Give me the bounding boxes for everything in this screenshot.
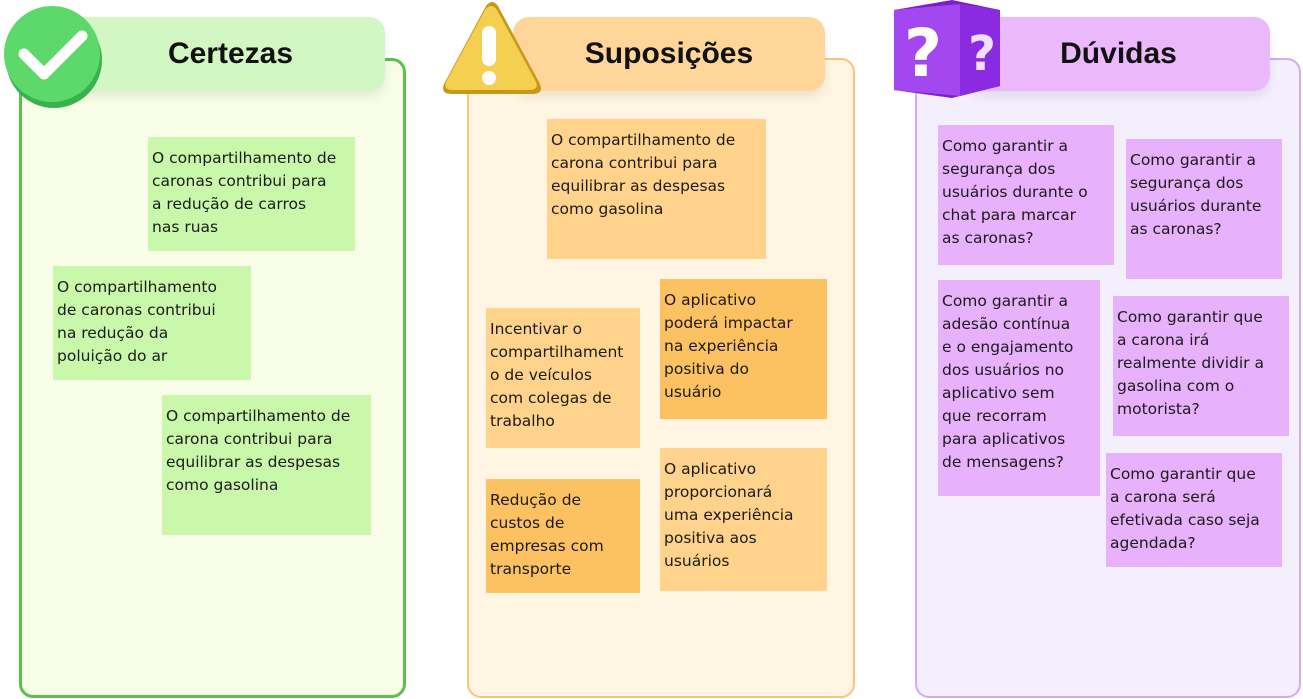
question-cube-icon: ? ? [894,0,1000,98]
certeza-note-3: O compartilhamento de carona contribui p… [162,395,371,535]
suposicao-note-2: Incentivar o compartilhament o de veícul… [486,308,640,448]
suposicoes-title: Suposições [584,37,754,70]
suposicao-note-1: O compartilhamento de carona contribui p… [547,119,766,259]
duvida-note-1: Como garantir a segurança dos usuários d… [938,125,1114,265]
suposicao-note-4: Redução de custos de empresas com transp… [486,479,640,593]
certeza-note-2: O compartilhamento de caronas contribui … [53,266,251,380]
green-checkmark-icon [4,6,102,108]
certezas-title: Certezas [167,37,294,70]
svg-text:?: ? [904,15,942,92]
suposicao-note-5: O aplicativo proporcionará uma experiênc… [660,448,827,591]
warning-sign-icon [443,2,541,94]
duvida-note-5: Como garantir que a carona será efetivad… [1106,453,1282,567]
certezas-header: Certezas [70,17,385,91]
certeza-note-1: O compartilhamento de caronas contribui … [148,137,355,251]
duvida-note-4: Como garantir que a carona irá realmente… [1113,296,1289,436]
duvida-note-2: Como garantir a segurança dos usuários d… [1126,139,1282,279]
svg-text:?: ? [968,26,996,82]
suposicao-note-3: O aplicativo poderá impactar na experiên… [660,279,827,419]
suposicoes-header: Suposições [513,17,825,91]
duvidas-header: Dúvidas [967,17,1270,91]
duvidas-title: Dúvidas [1060,37,1177,70]
duvida-note-3: Como garantir a adesão contínua e o enga… [938,280,1100,496]
